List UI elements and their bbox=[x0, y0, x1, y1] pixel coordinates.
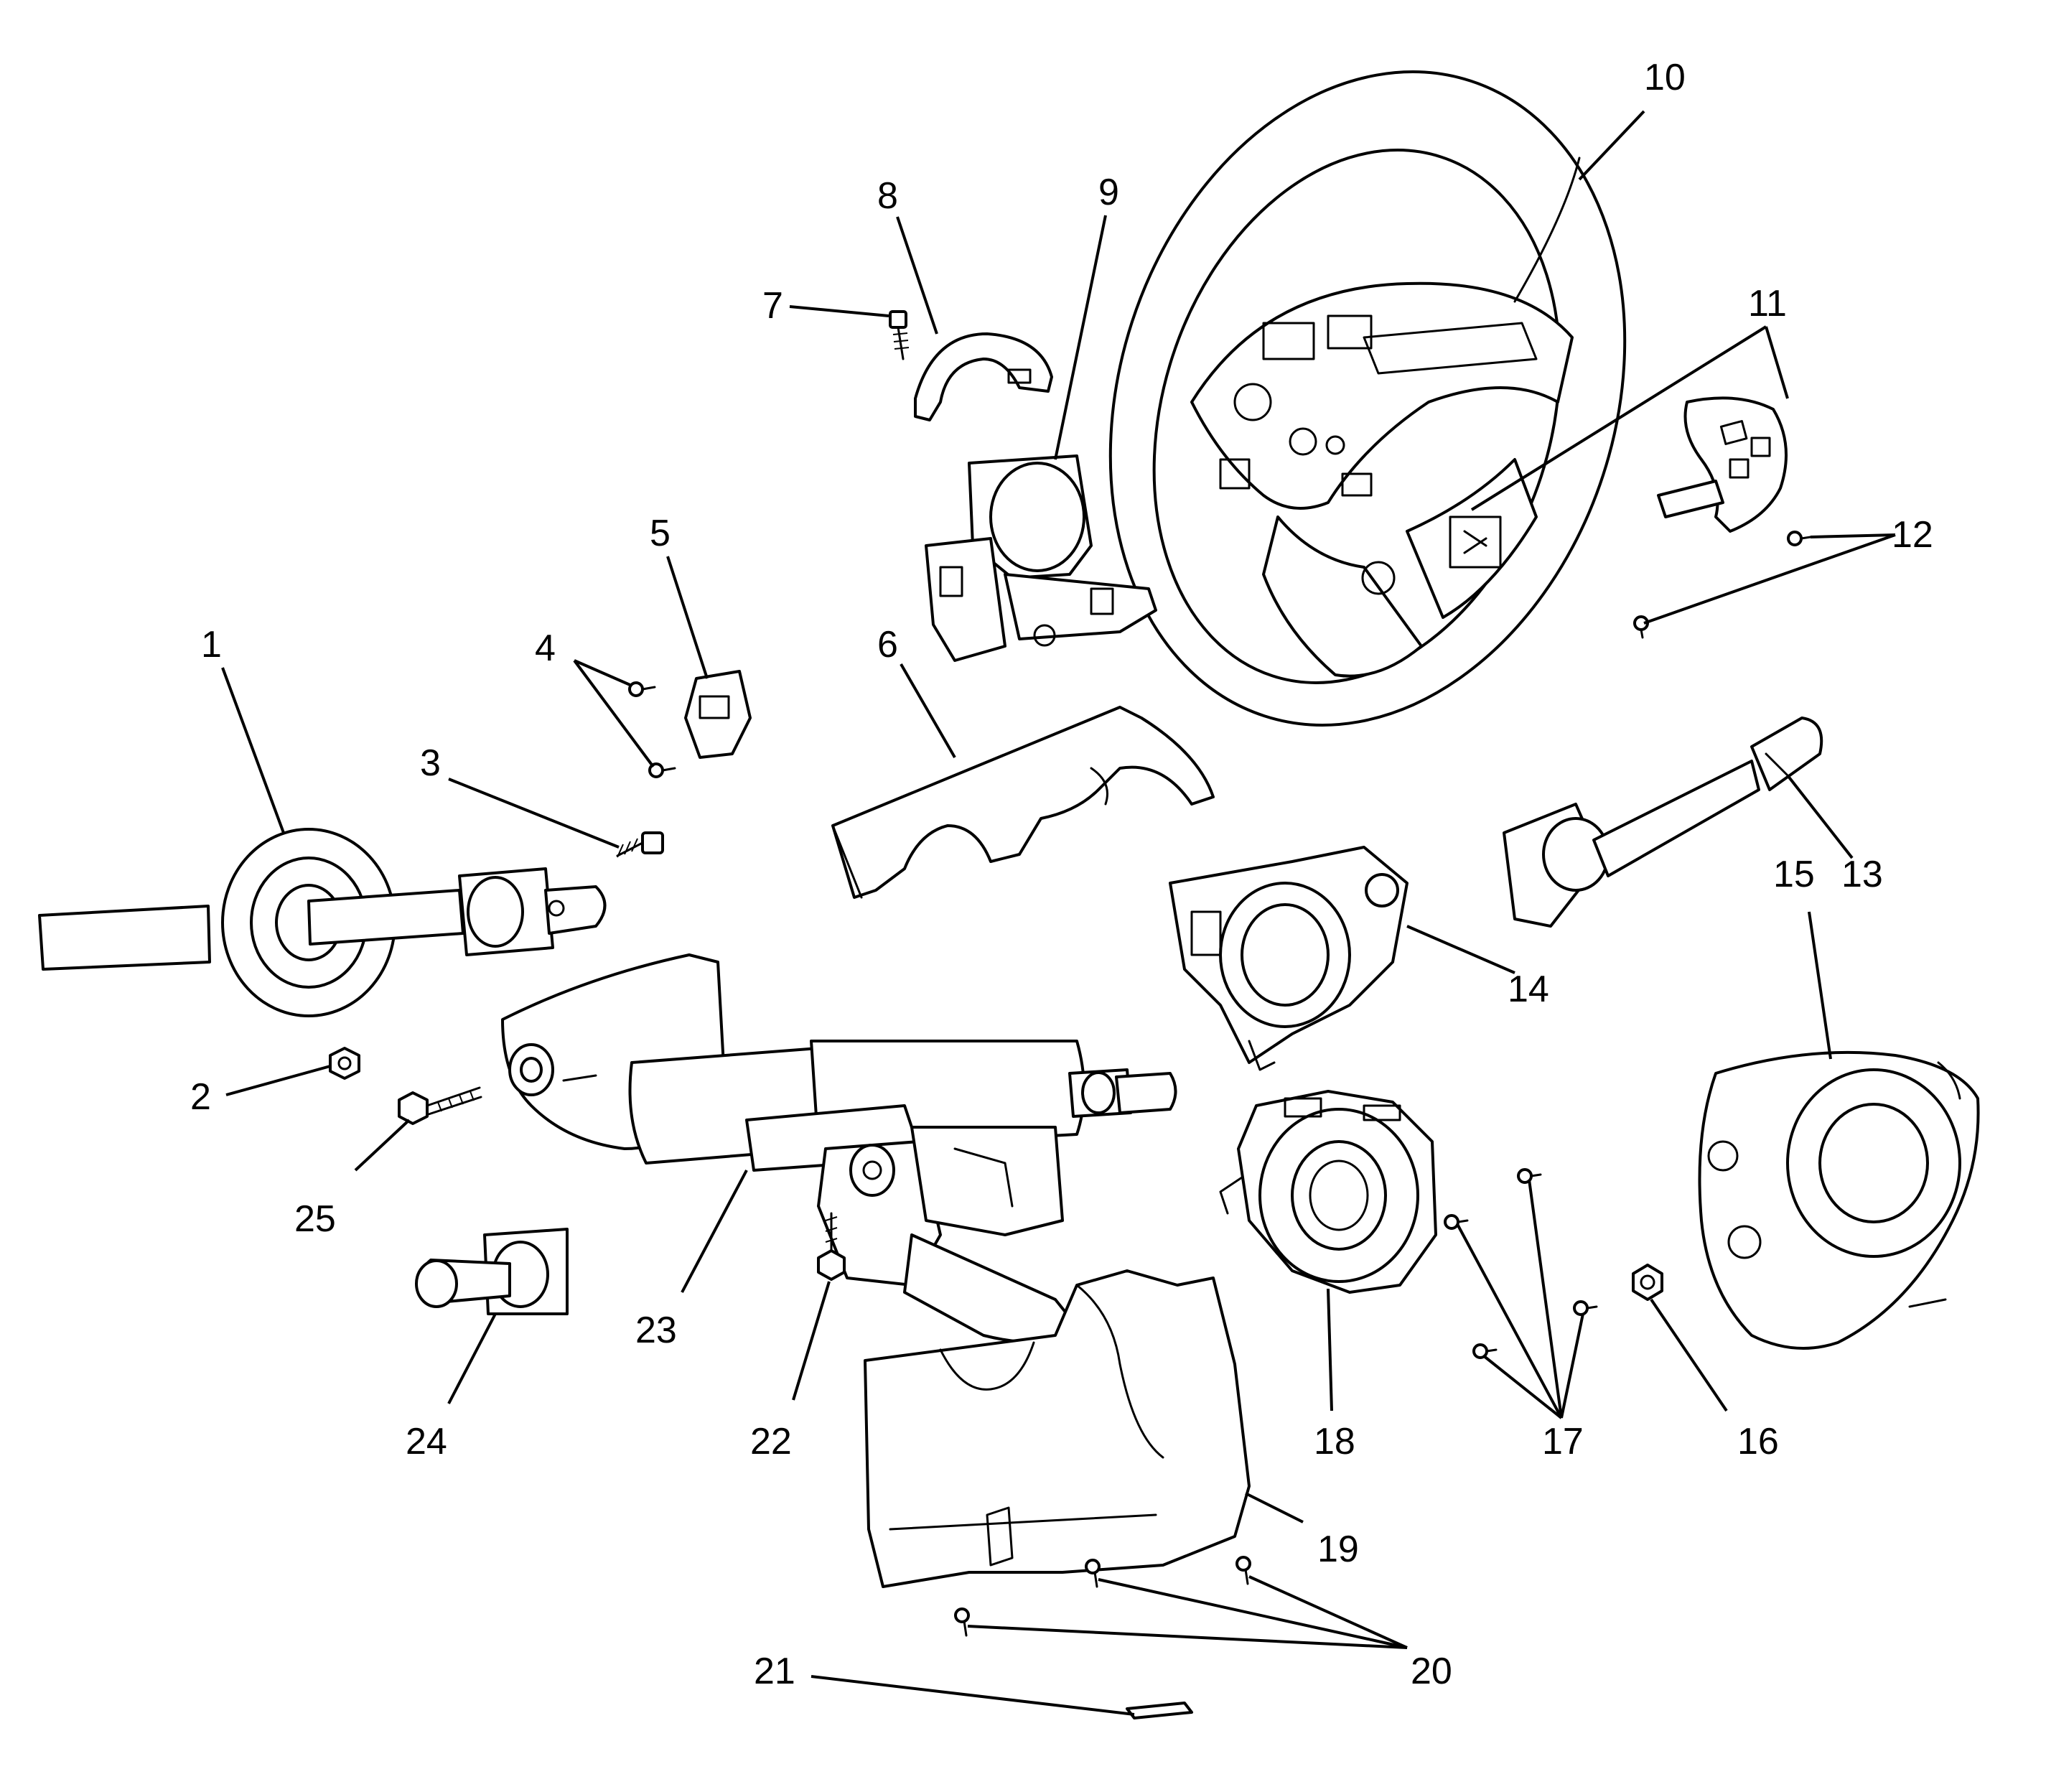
callout-12: 12 bbox=[1892, 514, 1933, 556]
lower-cover-screws bbox=[954, 1556, 1251, 1637]
callout-23: 23 bbox=[635, 1310, 677, 1351]
upper-trim-bracket bbox=[914, 332, 1053, 421]
shaft-pinch-bolt bbox=[616, 831, 664, 858]
callout-2: 2 bbox=[190, 1076, 211, 1118]
turn-signal-switch bbox=[1169, 846, 1409, 1071]
switch-housing bbox=[925, 454, 1157, 662]
callout-16: 16 bbox=[1737, 1421, 1779, 1462]
callout-13: 13 bbox=[1841, 854, 1883, 895]
leader-lines bbox=[221, 110, 1896, 1716]
callout-24: 24 bbox=[406, 1421, 447, 1462]
callout-4: 4 bbox=[535, 627, 556, 669]
ignition-switch bbox=[684, 670, 752, 759]
callout-11: 11 bbox=[1748, 283, 1787, 325]
callout-19: 19 bbox=[1317, 1529, 1359, 1570]
callout-15: 15 bbox=[1773, 854, 1815, 895]
steering-wheel bbox=[1108, 70, 1627, 727]
nut bbox=[329, 1047, 360, 1080]
switch-screws bbox=[1633, 531, 1812, 639]
callout-1: 1 bbox=[201, 624, 222, 666]
callout-25: 25 bbox=[294, 1198, 336, 1240]
callout-6: 6 bbox=[877, 624, 898, 666]
callout-21: 21 bbox=[754, 1651, 795, 1692]
lower-steering-column-cover bbox=[864, 1269, 1251, 1588]
bracket-bolt bbox=[889, 310, 910, 360]
trim-clip bbox=[1126, 1702, 1193, 1719]
callout-18: 18 bbox=[1314, 1421, 1355, 1462]
clock-spring bbox=[1219, 1090, 1437, 1294]
callout-14: 14 bbox=[1508, 969, 1549, 1010]
upper-steering-column-cover bbox=[831, 706, 1215, 899]
airbag-nut bbox=[1632, 1264, 1663, 1301]
steering-column bbox=[501, 953, 1177, 1344]
callout-10: 10 bbox=[1644, 57, 1686, 98]
callout-8: 8 bbox=[877, 175, 898, 217]
switch-screws-4 bbox=[628, 681, 676, 778]
steering-wheel-switch-assembly bbox=[1657, 396, 1788, 533]
callout-9: 9 bbox=[1098, 172, 1119, 213]
intermediate-shaft bbox=[38, 828, 607, 1017]
callout-3: 3 bbox=[420, 742, 441, 784]
callout-20: 20 bbox=[1411, 1651, 1452, 1692]
column-mounting-bolt bbox=[398, 1086, 482, 1125]
callout-labels: 1 2 3 4 5 6 7 8 9 10 11 12 13 14 15 16 1… bbox=[190, 57, 1933, 1692]
column-bolt-22 bbox=[817, 1212, 846, 1281]
steering-wheel-hub-details bbox=[1219, 157, 1581, 595]
callout-5: 5 bbox=[650, 513, 671, 554]
clock-spring-screws bbox=[1444, 1168, 1598, 1359]
callout-7: 7 bbox=[762, 285, 783, 327]
callout-22: 22 bbox=[750, 1421, 792, 1462]
multifunction-lever bbox=[1503, 717, 1823, 928]
airbag-module bbox=[1698, 1050, 1980, 1350]
ignition-lock-cylinder bbox=[415, 1228, 569, 1315]
callout-17: 17 bbox=[1542, 1421, 1584, 1462]
